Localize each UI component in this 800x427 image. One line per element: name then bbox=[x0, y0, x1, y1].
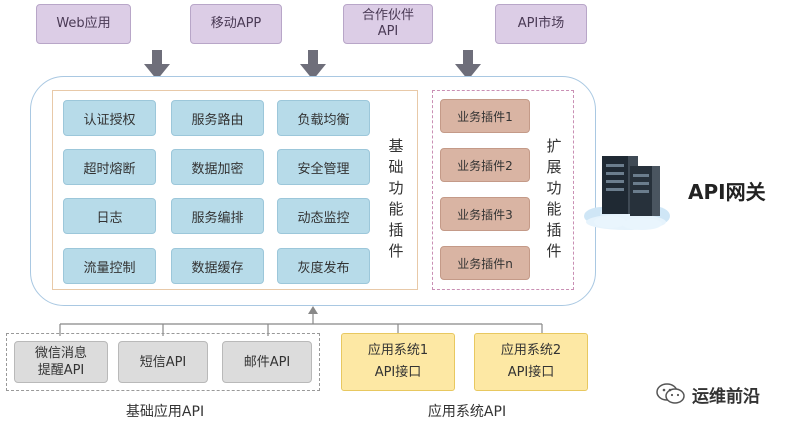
system-api-2: 应用系统2 API接口 bbox=[474, 333, 588, 391]
basic-plugins-label: 基础功能插件 bbox=[388, 137, 404, 260]
plugin-load-balance: 负载均衡 bbox=[277, 100, 370, 136]
down-arrow-icon bbox=[300, 50, 326, 80]
plugin-circuit-breaker: 超时熔断 bbox=[63, 149, 156, 185]
client-api-market: API市场 bbox=[495, 4, 587, 44]
down-arrow-icon bbox=[144, 50, 170, 80]
plugin-routing: 服务路由 bbox=[171, 100, 264, 136]
plugin-auth: 认证授权 bbox=[63, 100, 156, 136]
wechat-icon bbox=[656, 383, 685, 404]
system-api-2-name: 应用系统2 bbox=[500, 343, 562, 358]
client-mobile: 移动APP bbox=[190, 4, 282, 44]
system-api-caption: 应用系统API bbox=[427, 404, 507, 420]
system-api-2-sub: API接口 bbox=[507, 365, 555, 380]
down-arrow-icon bbox=[455, 50, 481, 80]
system-api-1-name: 应用系统1 bbox=[367, 343, 429, 358]
basic-api-group bbox=[6, 333, 320, 391]
api-sms: 短信API bbox=[118, 341, 208, 383]
plugin-cache: 数据缓存 bbox=[171, 248, 264, 284]
business-plugin-n: 业务插件n bbox=[440, 246, 530, 280]
client-partner: 合作伙伴 API bbox=[343, 4, 433, 44]
api-email: 邮件API bbox=[222, 341, 312, 383]
plugin-monitoring: 动态监控 bbox=[277, 198, 370, 234]
plugin-encryption: 数据加密 bbox=[171, 149, 264, 185]
api-wechat: 微信消息 提醒API bbox=[14, 341, 108, 383]
plugin-orchestration: 服务编排 bbox=[171, 198, 264, 234]
basic-api-caption: 基础应用API bbox=[125, 404, 205, 420]
extension-plugins-label: 扩展功能插件 bbox=[546, 137, 562, 260]
plugin-rate-limit: 流量控制 bbox=[63, 248, 156, 284]
system-api-1-sub: API接口 bbox=[374, 365, 422, 380]
plugin-gray-release: 灰度发布 bbox=[277, 248, 370, 284]
business-plugin-3: 业务插件3 bbox=[440, 197, 530, 231]
server-cloud-icon bbox=[584, 156, 670, 230]
client-web: Web应用 bbox=[36, 4, 131, 44]
plugin-security: 安全管理 bbox=[277, 149, 370, 185]
business-plugin-1: 业务插件1 bbox=[440, 99, 530, 133]
watermark-text: 运维前沿 bbox=[692, 387, 760, 407]
api-gateway-title: API网关 bbox=[688, 180, 766, 204]
business-plugin-2: 业务插件2 bbox=[440, 148, 530, 182]
plugin-log: 日志 bbox=[63, 198, 156, 234]
system-api-1: 应用系统1 API接口 bbox=[341, 333, 455, 391]
